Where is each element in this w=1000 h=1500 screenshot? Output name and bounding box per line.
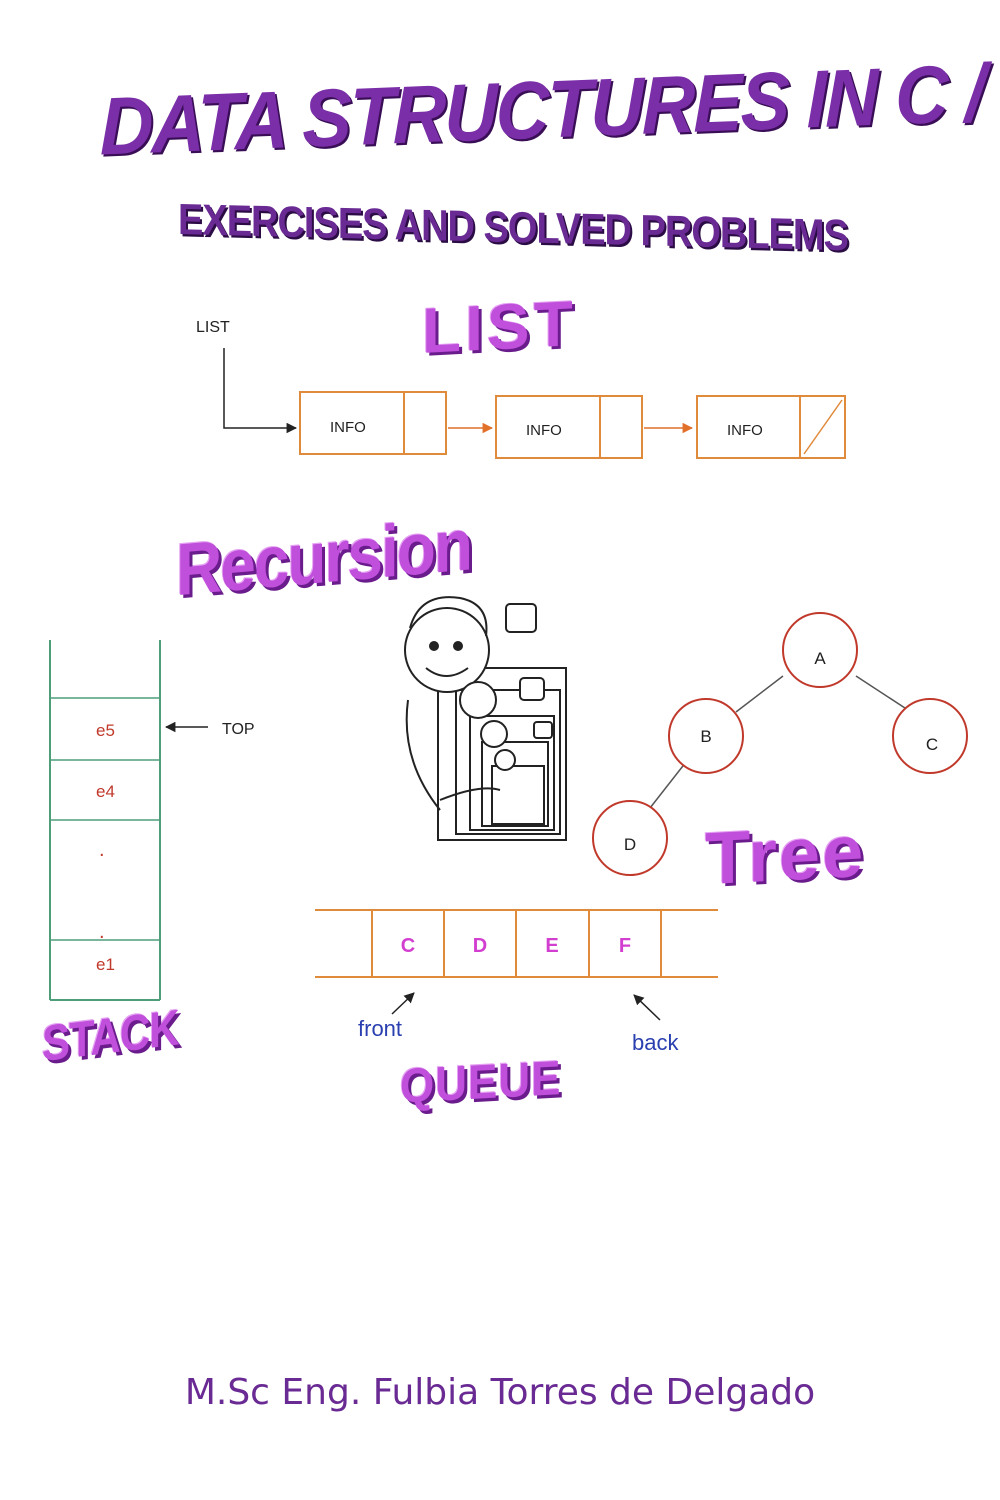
tree-diagram: A B C D (592, 612, 968, 876)
tree-node: C (892, 698, 968, 774)
tree-node: A (782, 612, 858, 688)
queue-cell: D (473, 935, 487, 957)
back-arrow (633, 994, 661, 1021)
tree-node-label: D (624, 835, 636, 854)
stack-cell: e1 (96, 955, 115, 974)
tree-node-label: A (814, 649, 826, 668)
queue-cell: E (545, 935, 558, 957)
list-node-info: INFO (526, 422, 562, 439)
list-pointer-label: LIST (196, 319, 230, 336)
front-arrow (391, 992, 415, 1015)
list-node: INFO (696, 395, 846, 459)
queue-cell: C (401, 935, 415, 957)
queue-diagram: C D E F front back (315, 909, 718, 1055)
stack-top-label: TOP (222, 721, 255, 738)
stack-cell: e5 (96, 721, 115, 740)
queue-cell: F (619, 935, 631, 957)
list-node-info: INFO (330, 419, 366, 436)
list-head-arrow (223, 348, 298, 434)
queue-back-label: back (632, 1030, 679, 1055)
tree-node-label: B (700, 727, 711, 746)
tree-node: D (592, 800, 668, 876)
stack-diagram: e5 e4 . . e1 TOP (49, 640, 255, 1001)
recursion-illustration (404, 596, 567, 841)
author-name: M.Sc Eng. Fulbia Torres de Delgado (184, 1372, 816, 1413)
tree-node: B (668, 698, 744, 774)
list-node-info: INFO (727, 422, 763, 439)
stack-cell: e4 (96, 782, 115, 801)
list-node: INFO (299, 391, 447, 455)
stack-dot: . (99, 921, 105, 943)
linked-list-diagram: LIST INFO INFO INFO (196, 319, 846, 459)
null-pointer-slash (803, 399, 843, 455)
stack-dot: . (99, 839, 105, 861)
list-node: INFO (495, 395, 643, 459)
tree-node-label: C (926, 735, 938, 754)
queue-front-label: front (358, 1016, 402, 1041)
